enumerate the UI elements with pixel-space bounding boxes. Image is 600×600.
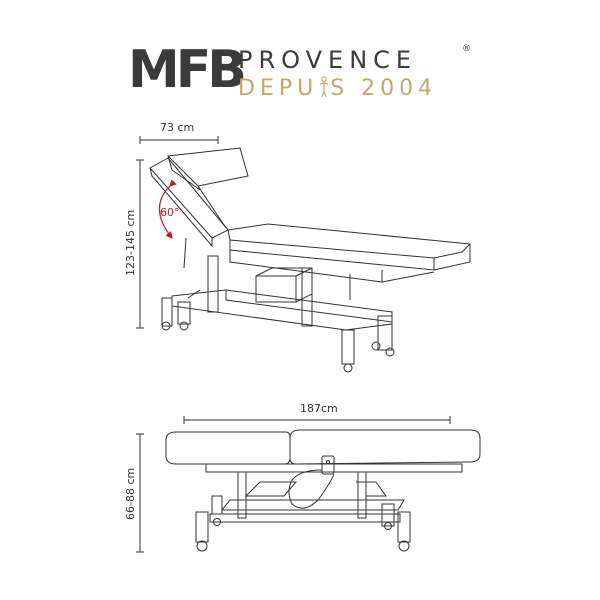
brand-logo: MFB PROVENCE ® DEPU S 2004 (128, 40, 471, 104)
caster-right (341, 315, 395, 373)
width-label: 73 cm (160, 121, 194, 134)
side-view (136, 136, 472, 373)
angle-label: 60° (160, 206, 180, 219)
lift-mechanism (244, 481, 298, 497)
front-caster-left (195, 495, 223, 552)
height-label-side: 123-145 cm (124, 210, 137, 276)
front-caster-right (381, 503, 411, 552)
column-left (207, 255, 219, 313)
cushion-body (289, 429, 481, 465)
height-dimension-side (136, 159, 144, 329)
front-view (136, 416, 481, 553)
logo-provence: PROVENCE (238, 46, 418, 74)
tagline-part-1: DEPU (238, 76, 319, 101)
front-column-left (237, 471, 247, 519)
front-column-right (357, 471, 367, 519)
logo-mfb: MFB (128, 40, 247, 100)
height-label-front: 66-88 cm (124, 468, 137, 520)
registered-mark: ® (462, 44, 471, 54)
caster-left (161, 297, 191, 331)
width-dimension (139, 136, 219, 144)
height-dimension-front (136, 433, 144, 553)
headrest-pillow (167, 147, 249, 187)
column-right (301, 267, 313, 327)
motor-box (255, 275, 297, 303)
length-label: 187cm (300, 402, 338, 415)
base-frame (171, 289, 393, 331)
length-dimension (183, 416, 451, 424)
cushion-head (165, 431, 291, 465)
base-bar (209, 513, 401, 523)
angle-arc (158, 179, 177, 239)
tagline-part-2: S 2004 (330, 76, 438, 101)
logo-tagline: DEPU S 2004 (238, 76, 437, 102)
figure-icon (320, 76, 329, 98)
control-pendant (321, 455, 335, 475)
pendant-cable (288, 469, 335, 509)
